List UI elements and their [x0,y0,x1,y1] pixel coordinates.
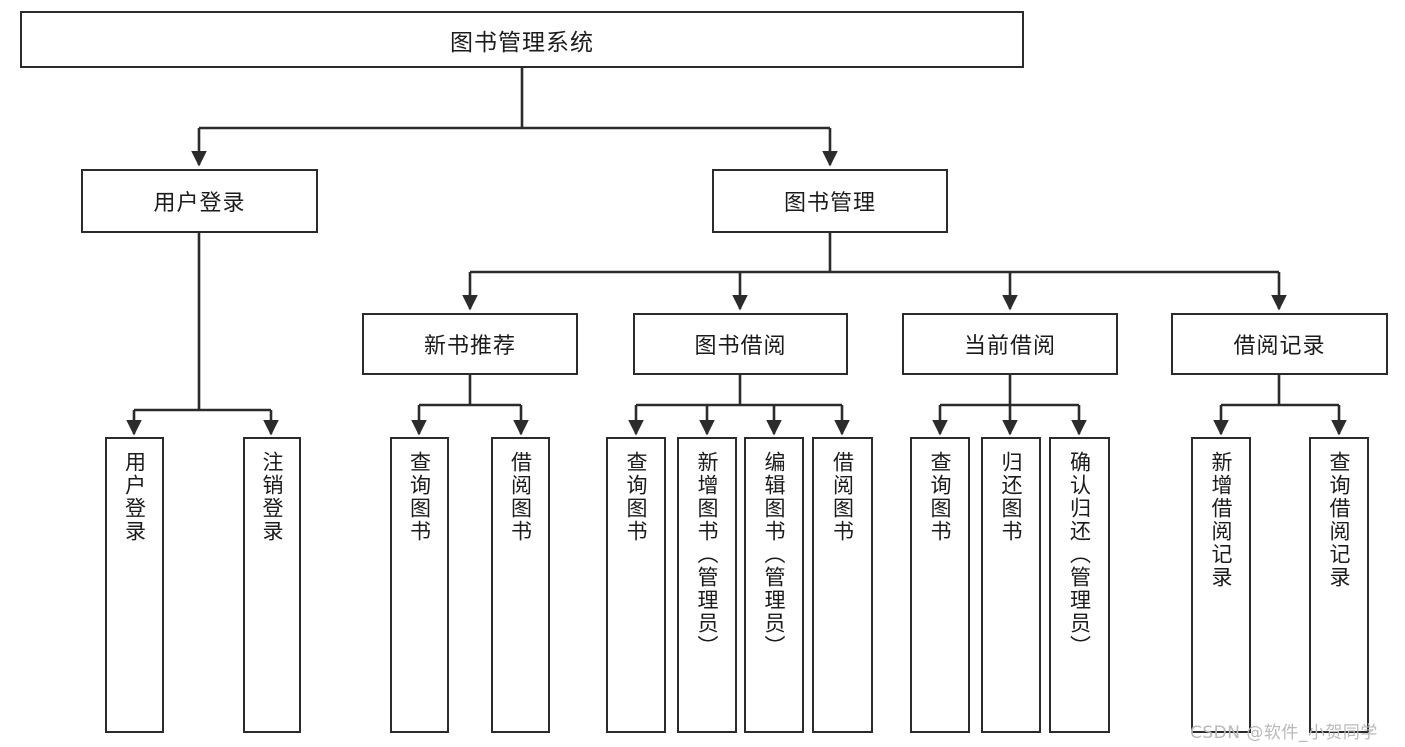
leaf-recommend-borrow-book[interactable]: 借阅图书 [491,437,550,733]
node-label: 用户登录 [122,451,147,543]
node-label: 查询图书 [624,451,649,543]
node-label: 新增借阅记录 [1209,451,1234,589]
node-label: 图书借阅 [694,334,787,359]
node-book-borrow[interactable]: 图书借阅 [633,313,848,375]
leaf-current-return-book[interactable]: 归还图书 [981,437,1041,733]
node-label: 借阅图书 [508,451,533,543]
leaf-current-query-book[interactable]: 查询图书 [910,437,970,733]
node-book-management[interactable]: 图书管理 [712,169,948,233]
node-user-login[interactable]: 用户登录 [81,169,318,233]
node-label: 新增图书（管理员） [695,451,720,658]
node-label: 编辑图书（管理员） [762,451,787,658]
leaf-user-login-logout[interactable]: 注销登录 [243,437,301,733]
node-label: 查询图书 [407,451,432,543]
node-label: 查询借阅记录 [1327,451,1352,589]
node-root-system[interactable]: 图书管理系统 [20,11,1024,68]
csdn-watermark: CSDN @软件_小贺同学 [1190,723,1378,743]
leaf-borrow-edit-book-admin[interactable]: 编辑图书（管理员） [744,437,804,733]
node-label: 归还图书 [999,451,1024,543]
leaf-recommend-query-book[interactable]: 查询图书 [390,437,449,733]
leaf-borrow-borrow-book[interactable]: 借阅图书 [812,437,873,733]
node-current-borrow[interactable]: 当前借阅 [902,313,1118,375]
node-label: 当前借阅 [963,334,1056,359]
node-borrow-records[interactable]: 借阅记录 [1171,313,1388,375]
leaf-user-login-login[interactable]: 用户登录 [105,437,164,733]
node-label: 图书管理 [783,191,876,216]
node-new-book-recommend[interactable]: 新书推荐 [362,313,578,375]
node-label: 查询图书 [928,451,953,543]
node-label: 借阅记录 [1233,334,1326,359]
node-label: 注销登录 [260,451,285,543]
leaf-borrow-add-book-admin[interactable]: 新增图书（管理员） [677,437,737,733]
leaf-records-add-record[interactable]: 新增借阅记录 [1191,437,1251,733]
node-label: 图书管理系统 [450,29,594,56]
leaf-records-query-record[interactable]: 查询借阅记录 [1309,437,1369,733]
leaf-borrow-query-book[interactable]: 查询图书 [606,437,666,733]
leaf-current-confirm-return-admin[interactable]: 确认归还（管理员） [1049,437,1110,733]
node-label: 借阅图书 [830,451,855,543]
node-label: 用户登录 [153,191,246,216]
node-label: 确认归还（管理员） [1067,451,1092,658]
node-label: 新书推荐 [423,334,516,359]
